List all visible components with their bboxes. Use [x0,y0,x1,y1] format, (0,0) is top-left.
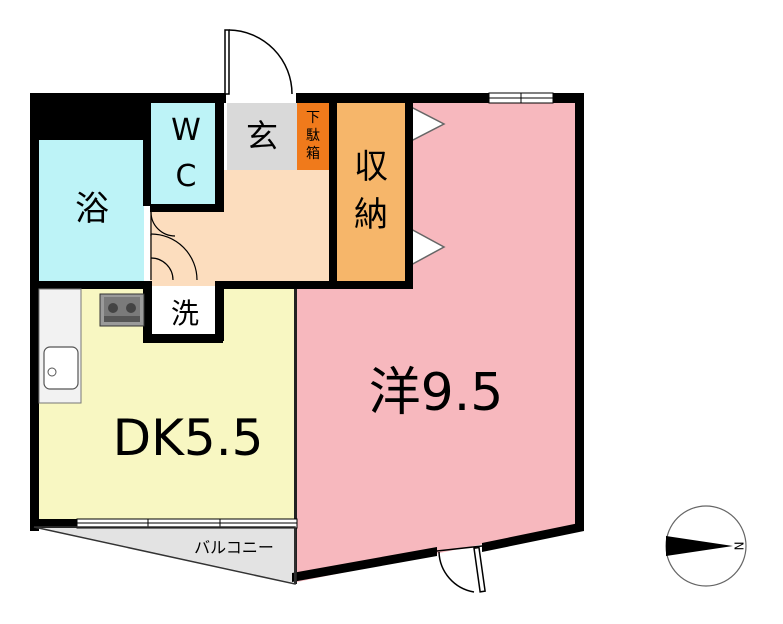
wall-divider-dk [294,289,297,584]
shoe-box [297,103,329,170]
entrance-door [224,29,293,95]
stove-icon [99,293,145,327]
walls [30,93,584,582]
bath-door [150,233,198,281]
wc-door [150,211,176,237]
sink-icon [43,346,79,390]
window-top [488,92,554,104]
entrance-label: 玄 [246,117,278,155]
wc-floor [150,103,220,206]
closet-floor [337,103,405,281]
closet-label-1: 収 [354,147,388,187]
compass-icon: N [665,505,747,587]
shoe-box-label-1: 下 [306,110,320,126]
laundry-floor [150,288,216,334]
shoe-box-label-2: 駄 [306,128,320,144]
compass-north-label: N [732,542,746,551]
balcony-door [436,545,486,593]
balcony-outline [33,526,296,585]
shoe-box-label-3: 箱 [306,146,320,162]
balcony-floor [38,527,295,583]
western-room-floor [296,98,577,582]
laundry-label: 洗 [171,297,199,330]
closet-label-2: 納 [354,195,388,235]
dining-kitchen-label: DK5.5 [113,409,264,467]
entrance-floor [227,103,297,170]
balcony-label: バルコニー [194,538,274,557]
wc-label-c: C [176,159,197,194]
wc-label-w: W [171,113,201,148]
bath-label: 浴 [75,189,109,229]
western-room-label: 洋9.5 [369,363,504,423]
bath-floor [38,140,144,282]
